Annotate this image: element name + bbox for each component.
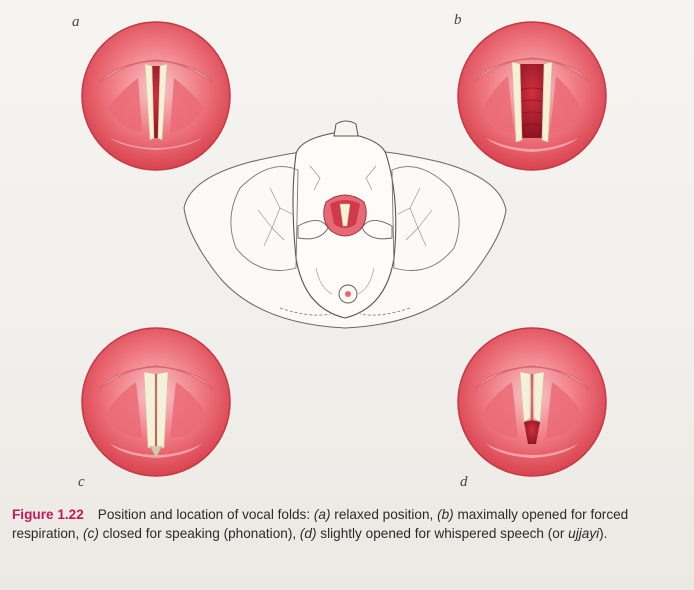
caption-text-5: slightly opened for whispered speech (or <box>316 526 569 541</box>
caption-ref-c: (c) <box>83 526 99 541</box>
panel-letter-b: b <box>454 12 462 28</box>
neck-cross-section-diagram <box>183 120 507 329</box>
caption-ref-a: (a) <box>313 507 331 522</box>
vocal-folds-panel-a <box>81 21 231 171</box>
panel-letter-c: c <box>78 474 85 490</box>
caption-ref-d: (d) <box>299 526 317 541</box>
caption-text-3: maximally opened for forced respiration, <box>12 507 629 541</box>
vocal-folds-panel-d <box>457 327 607 477</box>
caption-text-4: closed for speaking (phonation), <box>98 526 300 541</box>
caption-term-ujjayi: ujjayi <box>568 526 600 541</box>
vocal-folds-panel-b <box>457 21 607 171</box>
vocal-folds-panel-c <box>81 327 231 477</box>
caption-ref-b: (b) <box>437 507 454 522</box>
panel-letter-d: d <box>460 474 468 490</box>
caption-text-1: Position and location of vocal folds: <box>97 507 314 522</box>
figure-caption: Figure 1.22 Position and location of voca… <box>12 505 684 543</box>
caption-text-6: ). <box>599 526 608 541</box>
figure-number: Figure 1.22 <box>12 507 84 522</box>
panel-letter-a: a <box>72 14 80 30</box>
caption-text-2: relaxed position, <box>330 507 438 522</box>
